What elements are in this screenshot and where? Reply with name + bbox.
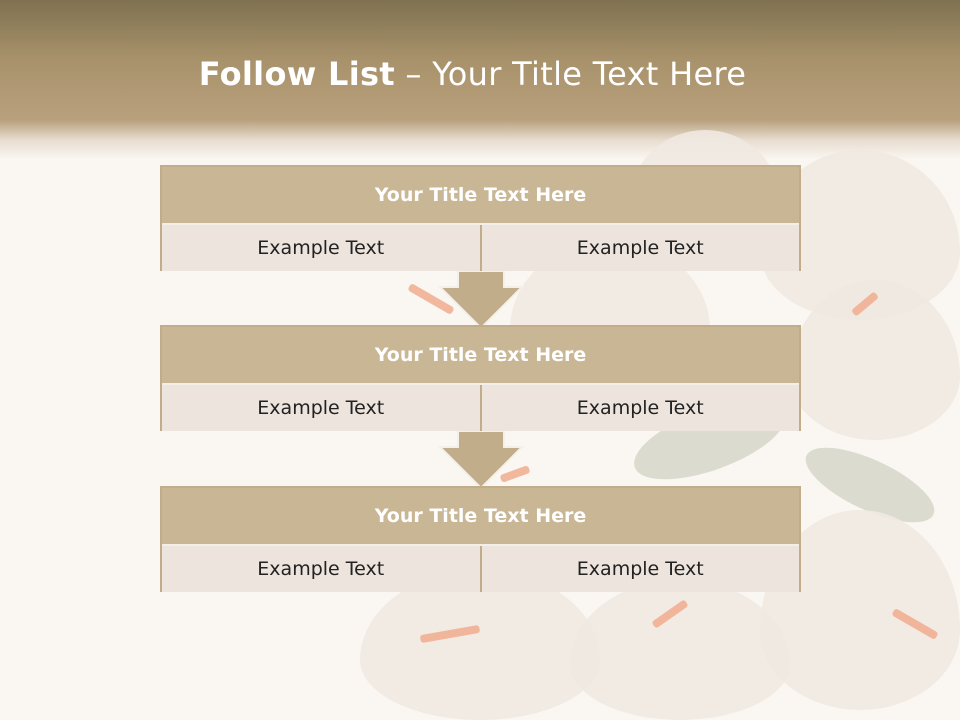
header-band <box>0 0 960 160</box>
block-left-text: Example Text <box>162 225 480 271</box>
block-left-text: Example Text <box>162 546 480 592</box>
block-left-text: Example Text <box>162 385 480 431</box>
page-title: Follow List – Your Title Text Here <box>0 55 945 93</box>
flow-block-3: Your Title Text Here Example Text Exampl… <box>160 486 801 592</box>
block-title: Your Title Text Here <box>162 488 799 546</box>
block-right-text: Example Text <box>479 546 799 592</box>
block-right-text: Example Text <box>479 385 799 431</box>
flow-block-2: Your Title Text Here Example Text Exampl… <box>160 325 801 431</box>
down-arrow-icon <box>438 431 524 489</box>
down-arrow-icon <box>438 271 524 329</box>
flow-block-1: Your Title Text Here Example Text Exampl… <box>160 165 801 271</box>
title-rest: – Your Title Text Here <box>394 55 747 93</box>
title-bold: Follow List <box>198 55 395 93</box>
block-title: Your Title Text Here <box>162 167 799 225</box>
block-title: Your Title Text Here <box>162 327 799 385</box>
block-right-text: Example Text <box>479 225 799 271</box>
